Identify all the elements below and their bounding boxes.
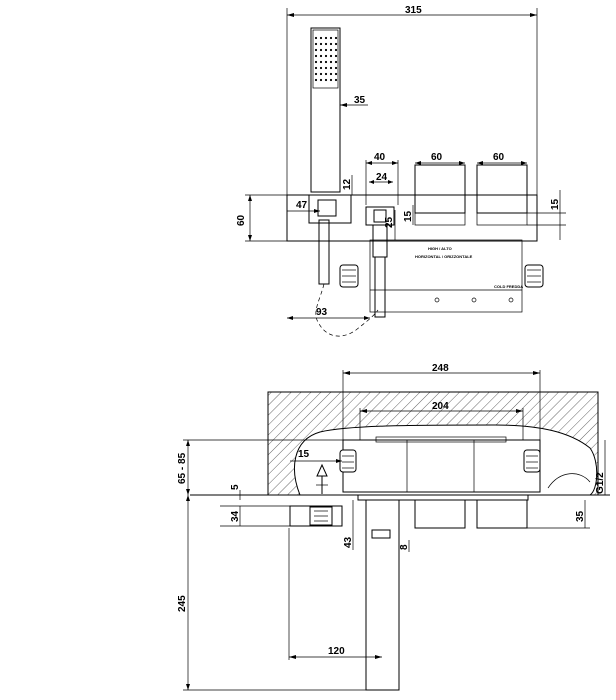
connector-right [524,264,544,288]
hand-shower [310,27,341,193]
top-view: 315 [236,5,566,337]
dim-47: 47 [296,200,308,211]
dim-15-right: 15 [550,198,561,210]
label-cold: COLD FREDDA [494,284,523,289]
side-shower-holder [289,505,343,527]
dim-60-left: 60 [431,152,443,163]
label-hot-1: HIGH / ALTO [428,246,452,251]
connector-left [339,264,359,288]
dim-60-vertical: 60 [236,214,247,226]
dim-93: 93 [316,307,328,318]
valve-body [369,239,523,313]
front-plate [357,494,529,501]
dim-248: 248 [432,363,449,374]
nut-right [523,449,541,473]
dim-35: 35 [354,95,366,106]
dim-43: 43 [343,536,354,548]
side-view: 248 204 65 - 85 15 5 34 43 8 [177,363,610,691]
dim-25: 25 [384,216,395,228]
dim-5: 5 [230,484,241,490]
diverter [365,206,395,318]
dim-15-side: 15 [298,449,310,460]
handle-left [414,164,466,214]
dim-315: 315 [405,5,422,16]
dim-65-85: 65 - 85 [177,452,188,484]
dim-8: 8 [399,544,410,550]
wall-plate [286,194,538,242]
shower-nozzles [314,36,338,82]
dim-245: 245 [177,595,188,612]
dim-204: 204 [432,401,449,412]
handle-right [476,164,528,214]
dim-15-top: 15 [403,210,414,222]
dim-60-right: 60 [493,152,505,163]
dim-34: 34 [230,510,241,522]
spout-vertical [365,499,400,691]
dim-g1-2: G1/2 [595,472,606,494]
dim-40: 40 [374,152,386,163]
dim-120: 120 [328,646,345,657]
side-handle-right [476,499,528,529]
dim-12: 12 [342,178,353,190]
side-handle-left [414,499,466,529]
anchor-arrow-icon [316,463,328,494]
dim-35-side: 35 [575,510,586,522]
side-body [342,439,541,493]
dim-24: 24 [376,172,388,183]
nut-left [339,449,357,473]
label-hot-2: HORIZONTAL / ORIZZONTALE [415,254,473,259]
